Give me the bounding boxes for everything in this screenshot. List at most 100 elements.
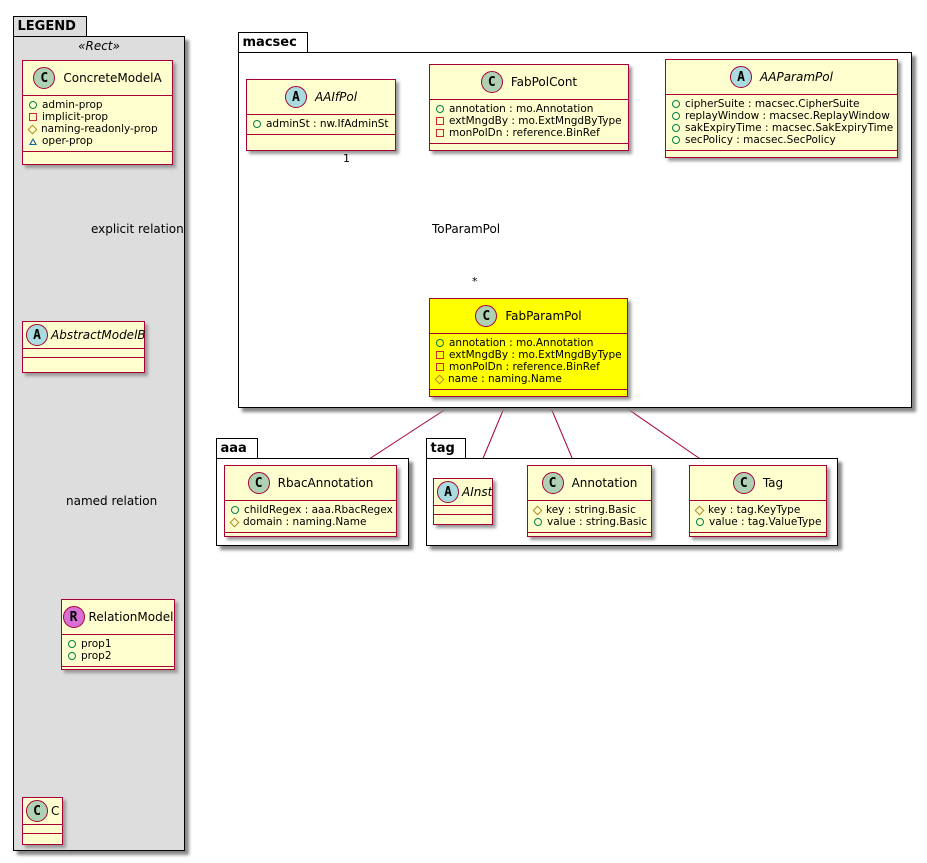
attribute-text: monPolDn : reference.BinRef (449, 127, 600, 139)
class-relation-model[interactable]: R RelationModel prop1 prop2 (61, 599, 175, 670)
package-name: aaa (215, 438, 258, 458)
attribute-list: admin-prop implicit-prop naming-readonly… (23, 96, 172, 152)
method-list (247, 135, 395, 143)
attribute-text: annotation : mo.Annotation (449, 337, 594, 349)
attribute-list (434, 506, 492, 515)
class-c[interactable]: C C (22, 797, 63, 845)
class-fabpolcont[interactable]: C FabPolCont annotation : mo.Annotation … (429, 64, 629, 151)
class-abstract-model-b[interactable]: A AbstractModelB (22, 321, 146, 373)
attribute-text: secPolicy : macsec.SecPolicy (685, 134, 836, 146)
class-badge-icon: C (247, 472, 270, 494)
class-header: C Annotation (528, 466, 651, 501)
class-header: C Tag (690, 466, 826, 501)
attribute: secPolicy : macsec.SecPolicy (672, 134, 891, 146)
attribute: admin-prop (29, 99, 166, 111)
toparampol-label: ToParamPol (432, 222, 501, 236)
method-list (528, 533, 651, 541)
class-header: A AbstractModelB (23, 322, 146, 349)
attribute-text: extMngdBy : mo.ExtMngdByType (449, 115, 622, 127)
protected-visibility-icon (694, 505, 705, 515)
attribute: adminSt : nw.IfAdminSt (253, 118, 389, 130)
class-annotation[interactable]: C Annotation key : string.Basic value : … (527, 465, 652, 537)
attribute-text: naming-readonly-prop (41, 123, 158, 135)
class-header: A AInst (434, 479, 492, 506)
protected-visibility-icon (434, 374, 445, 384)
attribute-list: childRegex : aaa.RbacRegex domain : nami… (225, 501, 396, 533)
class-name: C (51, 804, 60, 818)
class-header: A AAIfPol (247, 80, 395, 115)
method-list (690, 533, 826, 541)
attribute: extMngdBy : mo.ExtMngdByType (436, 115, 622, 127)
attribute: oper-prop (29, 135, 166, 147)
attribute-text: oper-prop (42, 135, 93, 147)
class-badge-icon: C (475, 305, 498, 327)
private-visibility-icon (436, 129, 444, 137)
class-name: RelationModel (88, 610, 174, 624)
class-badge-icon: C (33, 67, 56, 89)
attribute-list: key : tag.KeyType value : tag.ValueType (690, 501, 826, 533)
attribute-list: annotation : mo.Annotation extMngdBy : m… (430, 334, 627, 390)
public-visibility-icon (231, 506, 239, 514)
explicit-relation-label: explicit relation (91, 222, 184, 236)
method-list (62, 667, 174, 675)
legend-package: LEGEND «Rect» (12, 16, 185, 851)
class-header: A AAParamPol (666, 60, 897, 95)
public-visibility-icon (672, 136, 680, 144)
package-name: macsec (237, 32, 308, 52)
class-concrete-model-a[interactable]: C ConcreteModelA admin-prop implicit-pro… (22, 60, 173, 165)
class-name: Tag (762, 476, 784, 490)
class-tag[interactable]: C Tag key : tag.KeyType value : tag.Valu… (689, 465, 827, 537)
attribute-text: value : string.Basic (547, 516, 648, 528)
package-name: tag (425, 438, 466, 458)
legend-stereotype: «Rect» (78, 39, 120, 53)
class-aaparampol[interactable]: A AAParamPol cipherSuite : macsec.Cipher… (665, 59, 898, 158)
abstract-badge-icon: A (437, 481, 459, 503)
attribute-list: annotation : mo.Annotation extMngdBy : m… (430, 100, 628, 144)
abstract-badge-icon: A (284, 86, 307, 108)
attribute-text: prop2 (81, 650, 112, 662)
attribute: naming-readonly-prop (27, 123, 166, 135)
attribute: monPolDn : reference.BinRef (436, 361, 621, 373)
public-visibility-icon (68, 652, 76, 660)
package-visibility-icon (29, 137, 37, 145)
public-visibility-icon (436, 105, 444, 113)
class-name: RbacAnnotation (277, 476, 374, 490)
public-visibility-icon (436, 339, 444, 347)
class-header: C FabParamPol (430, 299, 627, 334)
method-list (225, 533, 396, 541)
class-header: R RelationModel (62, 600, 174, 635)
public-visibility-icon (696, 518, 704, 526)
class-name: Annotation (571, 476, 638, 490)
attribute-text: value : tag.ValueType (709, 516, 822, 528)
public-visibility-icon (534, 518, 542, 526)
attribute: replayWindow : macsec.ReplayWindow (672, 110, 891, 122)
attribute-text: childRegex : aaa.RbacRegex (244, 504, 393, 516)
annotation-composition-line (550, 407, 576, 466)
class-name: FabParamPol (505, 309, 582, 323)
class-aaifpol[interactable]: A AAIfPol adminSt : nw.IfAdminSt (246, 79, 396, 151)
method-list (666, 151, 897, 159)
class-name: AAParamPol (760, 70, 833, 84)
attribute: value : string.Basic (534, 516, 648, 528)
class-ainst[interactable]: A AInst (433, 478, 493, 525)
attribute-list (23, 825, 62, 834)
attribute: domain : naming.Name (229, 516, 390, 528)
class-rbacannotation[interactable]: C RbacAnnotation childRegex : aaa.RbacRe… (224, 465, 397, 537)
public-visibility-icon (672, 100, 680, 108)
legend-title: LEGEND (12, 16, 87, 36)
abstract-badge-icon: A (26, 324, 48, 346)
class-name: AInst (462, 485, 493, 499)
attribute-text: cipherSuite : macsec.CipherSuite (685, 98, 860, 110)
class-badge-icon: C (26, 800, 48, 822)
public-visibility-icon (68, 640, 76, 648)
attribute: childRegex : aaa.RbacRegex (231, 504, 393, 516)
class-badge-icon: C (541, 472, 564, 494)
protected-visibility-icon (532, 505, 543, 515)
class-name: ConcreteModelA (63, 71, 162, 85)
method-list (430, 390, 627, 398)
class-fabparampol[interactable]: C FabParamPol annotation : mo.Annotation… (429, 298, 628, 397)
multiplicity-to: * (472, 275, 478, 288)
relation-badge-icon: R (62, 606, 85, 628)
attribute-text: domain : naming.Name (243, 516, 367, 528)
attribute-list: key : string.Basic value : string.Basic (528, 501, 651, 533)
